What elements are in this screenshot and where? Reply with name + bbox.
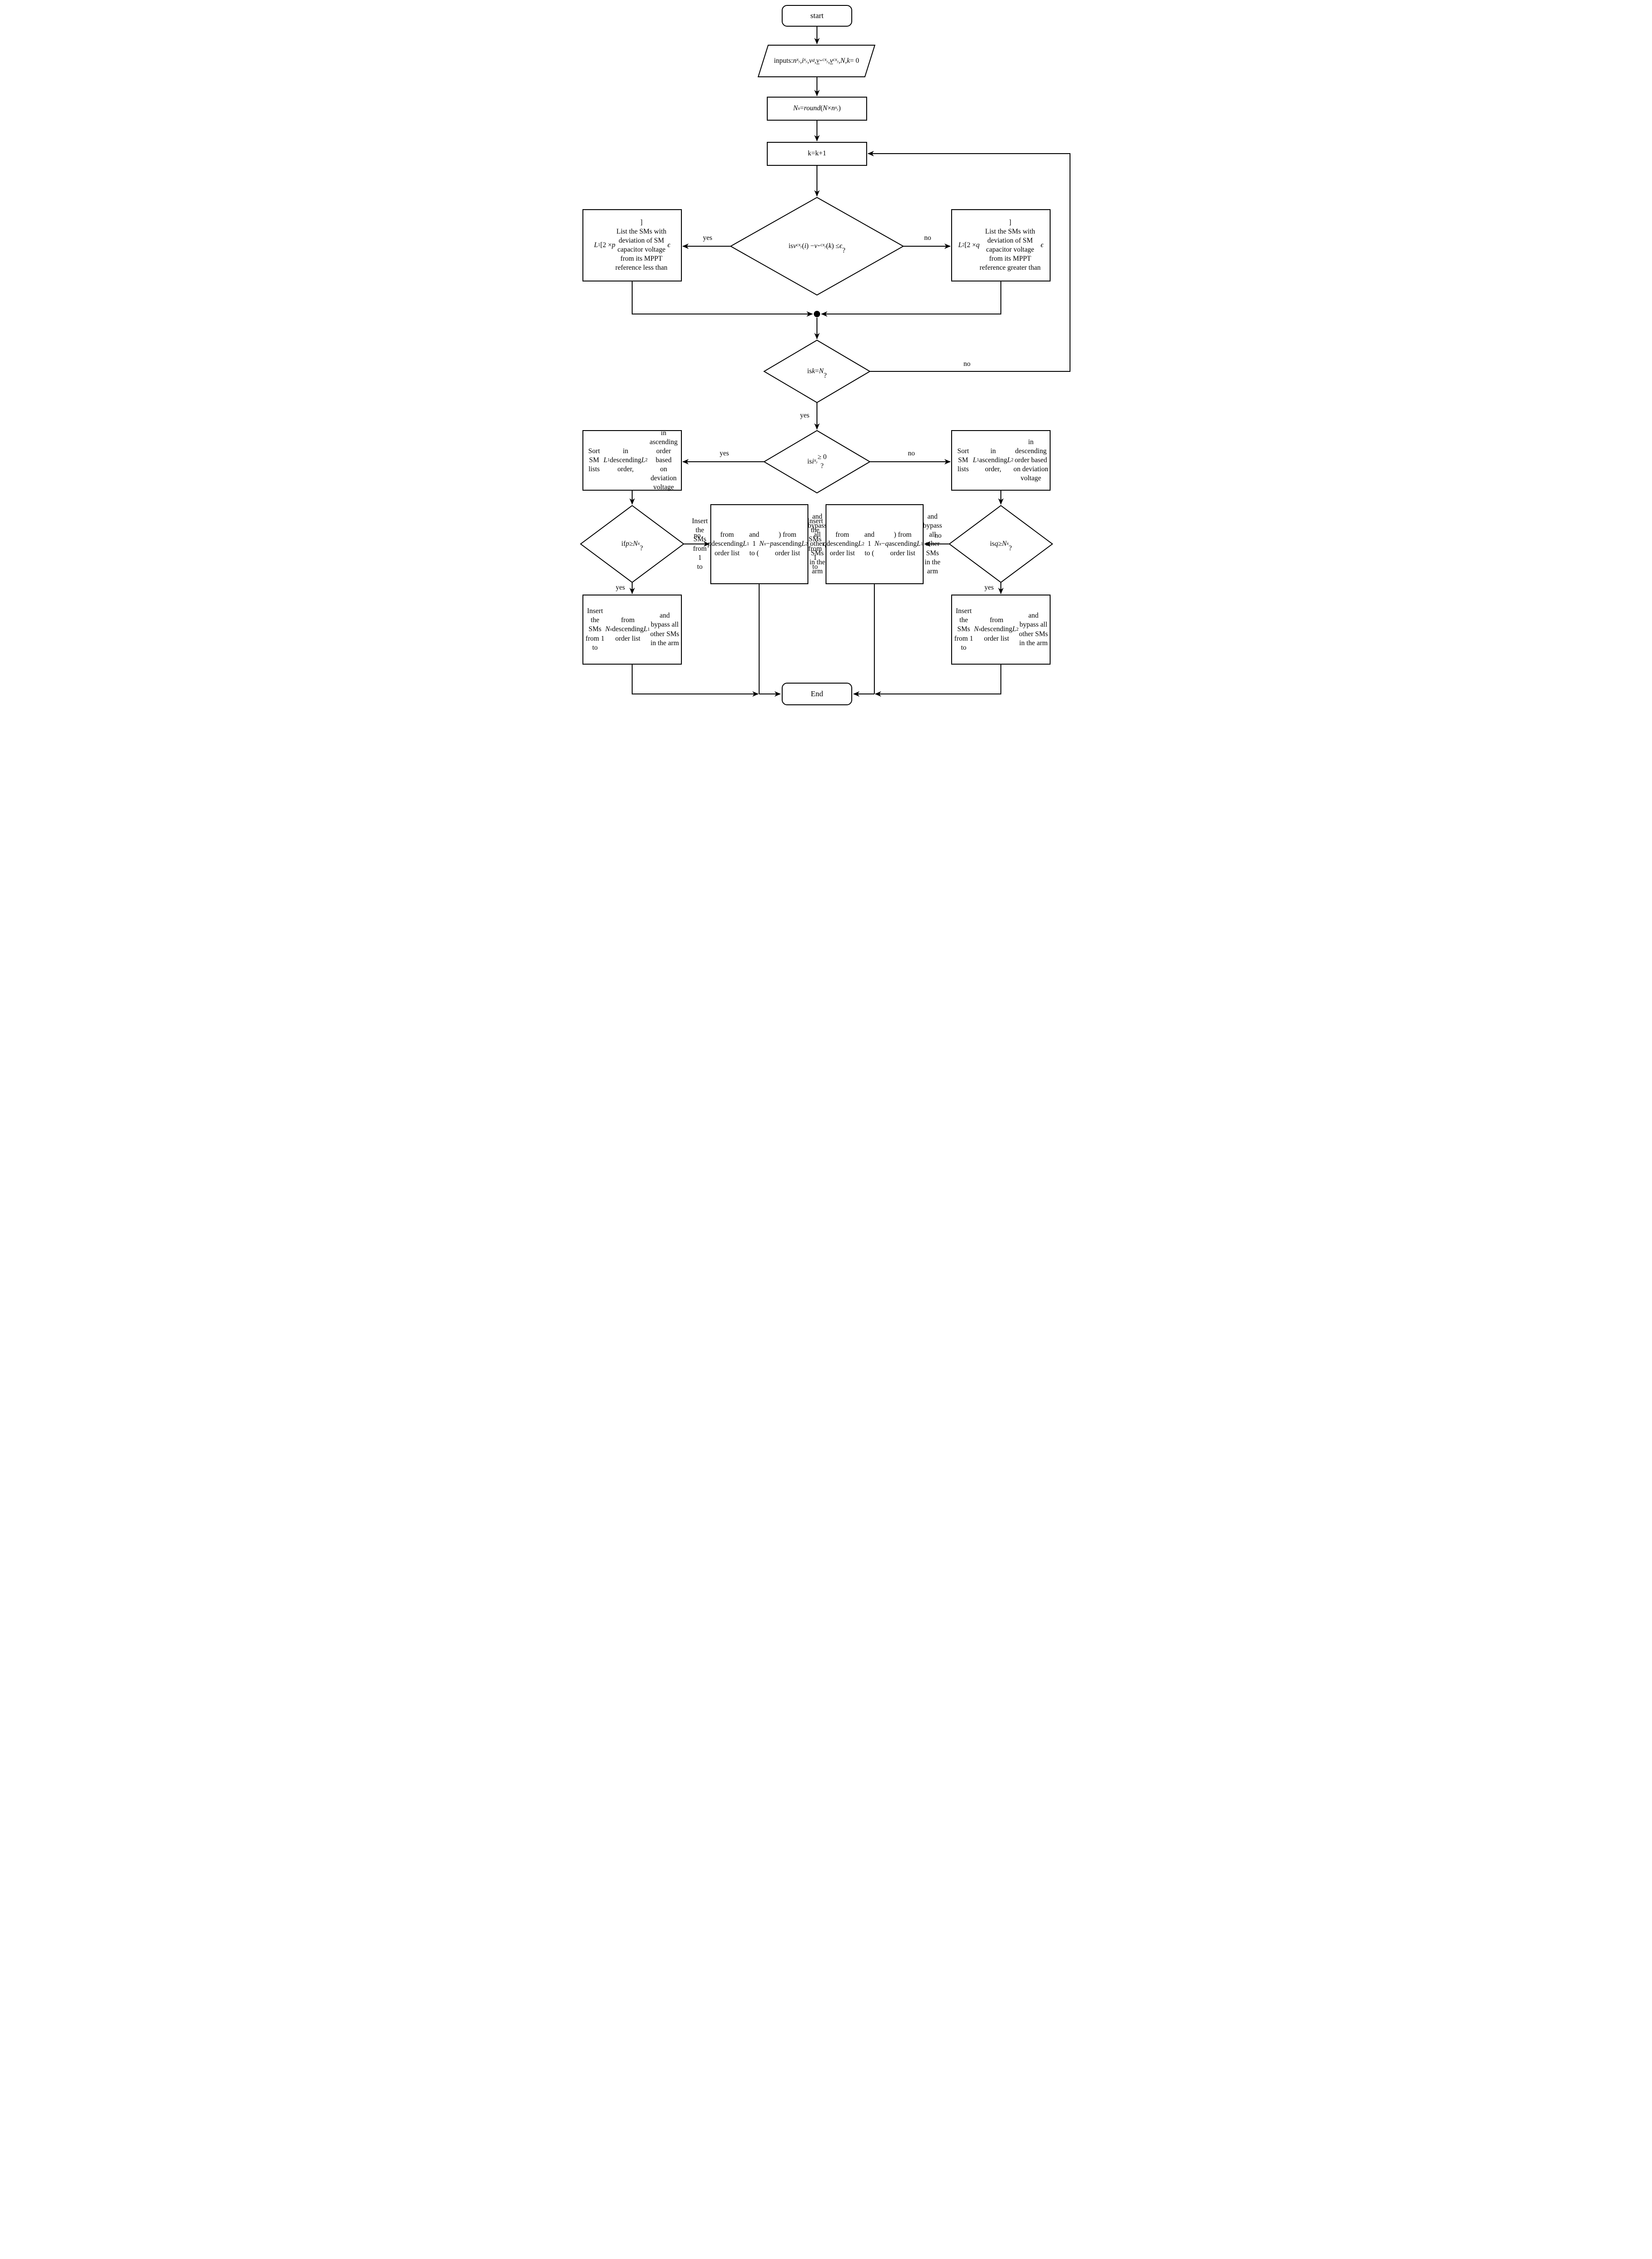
start-terminator-shape [782,5,852,27]
insert-all-l1-shape [582,595,682,665]
edge-l1-junction [632,281,813,317]
flowchart-canvas [580,5,1070,705]
current-yes-label: yes [719,450,729,457]
edge-keqn-no-loop [868,151,1070,372]
edge-l2-junction [821,281,1001,317]
sort-desc-asc-shape [582,430,682,491]
p-yes-label: yes [615,584,625,591]
q-yes-label: yes [984,584,994,591]
k-equals-n-no-label: no [963,360,971,368]
current-decision-shape [763,430,871,494]
start-label: start [810,11,824,20]
increment-k-label: k=k+1 [807,150,826,158]
insert-p-mix-shape [710,504,808,584]
inputs-parallelogram-shape [757,45,876,77]
end-terminator-shape [782,683,852,705]
deviation-decision-shape [729,197,905,296]
list-l1-shape [582,209,682,281]
deviation-yes-label: yes [703,234,713,242]
q-no-label: no [934,532,942,539]
edge-bottomright-merge [875,664,1001,697]
end-label: End [811,689,823,698]
edge-bottomleft-merge [632,664,759,697]
assign-nx-shape [767,97,867,121]
sort-asc-desc-shape [951,430,1051,491]
insert-q-mix-shape [826,504,924,584]
deviation-no-label: no [924,234,931,242]
insert-all-l2-shape [951,595,1051,665]
increment-k-shape [767,142,867,166]
p-no-label: no [694,532,701,539]
q-decision-shape [948,505,1053,583]
p-decision-shape [580,505,685,583]
junction-dot [814,311,820,317]
current-no-label: no [908,450,915,457]
k-equals-n-decision-shape [763,339,871,403]
k-equals-n-yes-label: yes [800,412,810,419]
list-l2-shape [951,209,1051,281]
